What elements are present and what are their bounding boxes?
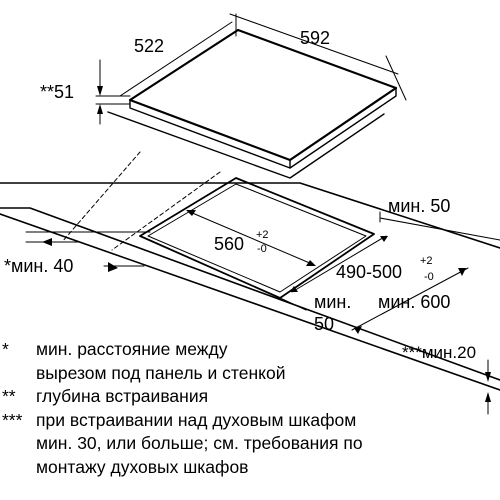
- dim-560-line: [189, 211, 313, 265]
- footnote-1-line-1: * мин. расстояние между: [0, 338, 500, 362]
- label-490-tol-minus: -0: [424, 271, 434, 283]
- countertop-front-lower: [0, 213, 500, 391]
- cutout-outer: [139, 177, 375, 299]
- footnote-3-line-2: мин. 30, или больше; см. требования по: [36, 433, 363, 453]
- label-min50-bottom-1: мин.: [314, 292, 351, 312]
- dim-592-line: [237, 29, 397, 89]
- dim-490-line: [291, 235, 387, 293]
- label-592: 592: [300, 28, 330, 48]
- cooktop-side-left: [129, 87, 397, 169]
- label-560-tol-plus: +2: [256, 229, 269, 241]
- label-560: 560: [214, 234, 244, 254]
- label-min20: ***мин.20: [402, 343, 476, 362]
- dim-min50-top-line: [379, 217, 500, 241]
- footnotes: * мин. расстояние между вырезом под пане…: [0, 338, 500, 479]
- label-min50-top: мин. 50: [388, 196, 450, 216]
- label-51: **51: [40, 82, 74, 102]
- label-490-tol-plus: +2: [420, 255, 433, 267]
- label-min600: мин. 600: [378, 292, 450, 312]
- label-min50-bottom-2: 50: [314, 314, 334, 334]
- label-560-tol-minus: -0: [257, 243, 267, 255]
- label-min40: *мин. 40: [4, 256, 73, 276]
- cooktop-bottom-edge: [107, 111, 385, 179]
- footnote-1-line-2: вырезом под панель и стенкой: [36, 362, 286, 383]
- footnote-2-line-1: ** глубина встраивания: [0, 385, 500, 409]
- dim-min600-line: [351, 267, 469, 331]
- cooktop-top-surface: [128, 28, 398, 162]
- footnote-3-line-1: *** при встраивании над духовым шкафом: [0, 409, 500, 433]
- label-522: 522: [134, 36, 164, 56]
- footnote-3-line-3: монтажу духовых шкафов: [36, 456, 249, 477]
- footnote-2-mark: **: [2, 386, 16, 406]
- dim-522-line: [129, 29, 239, 101]
- cutout-inner: [147, 183, 367, 293]
- label-490-500: 490-500: [336, 262, 402, 282]
- footnote-1-mark: *: [2, 339, 9, 359]
- footnote-3-mark: ***: [2, 409, 23, 430]
- countertop-back-edge: [0, 182, 500, 249]
- dim-min50-bottom-line: [279, 297, 307, 311]
- projection-dashed: [61, 151, 141, 243]
- countertop-front-edge: [0, 207, 500, 381]
